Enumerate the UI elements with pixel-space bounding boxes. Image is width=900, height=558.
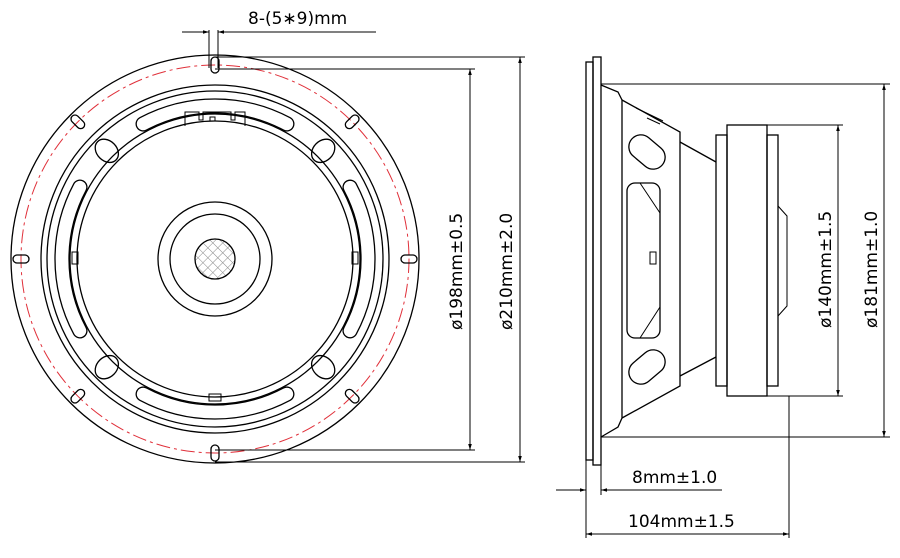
vent-hole: [310, 138, 336, 164]
side-slot-lower: [628, 349, 666, 385]
back-plate: [766, 134, 779, 387]
side-tab: [649, 251, 657, 265]
mounting-hole: [344, 388, 360, 404]
pole-back: [777, 205, 788, 317]
vent-hole: [94, 354, 120, 380]
surround-outer: [69, 113, 361, 405]
mounting-hole: [400, 254, 418, 264]
dust-cap-outer: [157, 201, 273, 317]
mounting-hole: [12, 254, 30, 264]
mounting-hole: [70, 388, 86, 404]
tab-right: [351, 251, 359, 265]
bolt-circle: [20, 64, 410, 454]
frame-slot: [54, 179, 88, 339]
basket-legs: [679, 141, 717, 377]
top-plate: [715, 134, 728, 387]
frame-ring: [46, 90, 384, 428]
basket-rim: [600, 84, 623, 438]
basket-body: [621, 99, 681, 419]
basket-dim-label: ø181mm±1.0: [862, 211, 882, 328]
bolt-circle-dim-label: ø198mm±0.5: [447, 213, 467, 330]
outer-rim: [10, 54, 420, 464]
flange-dim-label: 8mm±1.0: [632, 468, 717, 488]
gasket-ring: [40, 84, 390, 434]
window-edge: [639, 182, 661, 339]
outer-dim-label: ø210mm±2.0: [497, 213, 517, 330]
side-view: [585, 56, 788, 466]
magnet-dim-label: ø140mm±1.5: [816, 211, 836, 328]
mounting-holes: [12, 56, 418, 462]
frame-slot: [135, 386, 295, 420]
tab-bottom: [208, 393, 222, 402]
flange: [592, 56, 602, 466]
dust-cap-inner: [169, 213, 261, 305]
front-view: [10, 54, 420, 464]
terminal-side: [635, 107, 664, 125]
hole-size-label: 8-(5∗9)mm: [248, 9, 347, 29]
side-slot-upper: [628, 134, 666, 170]
mounting-hole: [70, 114, 86, 130]
hole-dimension: 8-(5∗9)mm: [182, 9, 376, 68]
side-window: [626, 182, 661, 339]
vent-hole: [310, 354, 336, 380]
frame-slot: [342, 179, 376, 339]
frame-slot: [135, 98, 295, 132]
magnet: [726, 124, 768, 397]
vent-hole: [94, 138, 120, 164]
frame-slots: [54, 98, 376, 420]
mounting-hole: [344, 114, 360, 130]
pole-mesh: [194, 238, 236, 280]
tab-left: [71, 251, 79, 265]
terminal-block: [184, 111, 246, 126]
mounting-hole: [210, 444, 220, 462]
depth-dim-label: 104mm±1.5: [628, 512, 735, 532]
gasket: [585, 61, 594, 461]
